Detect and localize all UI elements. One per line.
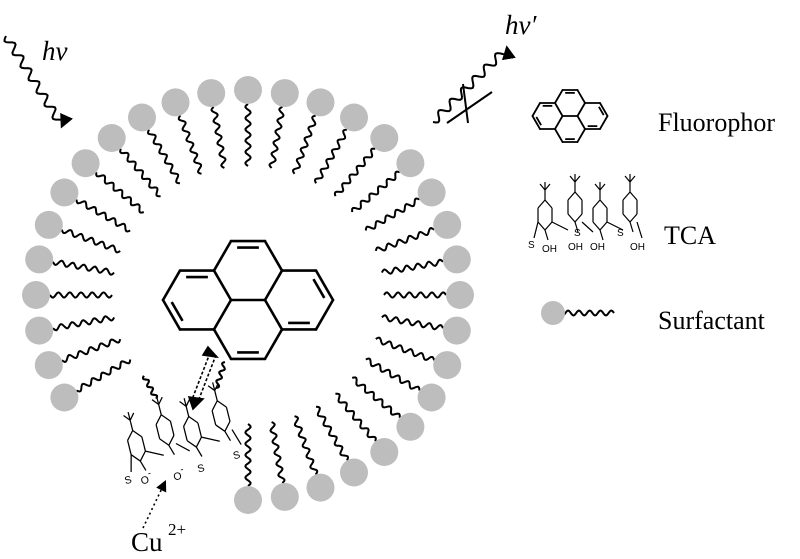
legend-fluorophor-label: Fluorophor [658,108,775,137]
surfactant-head [234,486,262,514]
surfactant-head [34,351,63,380]
surfactant-head [370,124,399,152]
tca-hydroxyl-label: OH [630,242,645,253]
surfactant-tail [95,172,145,214]
surfactant-head [442,245,471,274]
legend-tca-label: TCA [664,221,716,250]
surfactant-tail [365,357,421,391]
surfactant-head [433,351,462,380]
tca-hydroxyl-label: OH [542,244,557,255]
blocked-emission-slash-secondary [462,83,469,124]
tca-hydroxyl-label: OH [590,242,605,253]
blocked-emission-slash [446,91,493,124]
surfactant-tail [52,259,115,276]
surfactant-tail [351,376,401,418]
surfactant-head [340,458,368,487]
energy-transfer-arrow [187,345,220,411]
surfactant-head [306,473,335,502]
surfactant-tail [333,147,376,197]
surfactant-head [270,482,299,511]
micelle-surfactant-ring [22,76,474,514]
surfactant-tail [364,197,420,231]
surfactant-head [234,76,262,104]
copper-ion: Cu 2+ [131,479,186,557]
surfactant-tail [269,421,286,484]
tca-oxide-label: O [140,474,151,488]
tca-sulfur-label: S [196,462,206,475]
surfactant-head [50,178,79,207]
tca-charge-label: - [179,464,185,475]
surfactant-tail [383,291,447,299]
surfactant-tail [268,106,285,169]
surfactant-head [25,245,54,274]
legend-fluorophor-structure [531,89,609,143]
surfactant-head [128,103,156,132]
surfactant-tail [381,258,444,275]
surfactant-tail [244,423,252,487]
surfactant-head [50,383,79,412]
surfactant-tail [76,359,132,393]
legend-surfactant-label: Surfactant [658,306,766,335]
surfactant-tail [61,338,122,363]
surfactant-tail [146,129,181,185]
surfactant-head [417,383,446,412]
tca-sulfur-label: S [123,474,133,487]
tca-hydroxyl-label: OH [568,242,583,253]
surfactant-head [396,149,425,178]
surfactant-tail [315,405,350,461]
tca-charge-label: - [147,468,153,479]
surfactant-head [34,210,63,239]
emitted-light-arrow: hv′ [432,10,537,124]
surfactant-head [442,316,471,345]
legend-tca-structure: S S S OH OH OH OH [528,174,645,255]
surfactant-tail [374,227,435,252]
tca-sulfur-label: S [232,449,242,462]
surfactant-head [370,438,399,466]
surfactant-tail [291,114,317,175]
surfactant-head [197,79,226,108]
surfactant-tail [49,291,113,299]
surfactant-tail [75,199,131,233]
pyrene-fluorophore [161,239,335,361]
incoming-light-label: hv [42,36,68,66]
legend-surfactant-structure [541,301,615,325]
surfactant-tail [52,315,115,332]
tca-sulfur-label: S [574,228,581,239]
surfactant-tail [119,148,161,198]
surfactant-head [161,88,190,117]
tca-oxide-label: O [172,470,183,484]
surfactant-head [417,178,446,207]
surfactant-tail [177,114,203,175]
copper-ion-symbol: Cu [131,527,163,557]
surfactant-head [446,281,474,309]
tca-sulfur-label: S [528,240,535,251]
surfactant-tail [244,103,252,167]
surfactant-head [340,103,368,132]
surfactant-head [71,149,100,178]
legend: Fluorophor S S S OH OH OH OH TCA Surfactant [528,89,775,335]
surfactant-head [270,79,299,108]
incoming-light-arrow: hv [3,35,73,129]
emitted-light-label: hv′ [505,10,537,40]
surfactant-head [22,281,50,309]
surfactant-tail [313,128,348,184]
surfactant-tail [335,392,377,442]
surfactant-head [306,88,335,117]
surfactant-head [396,412,425,441]
surfactant-tail [210,106,227,169]
surfactant-tail [375,336,436,361]
copper-ion-charge: 2+ [168,520,186,539]
surfactant-head [97,124,126,152]
surfactant-tail [351,170,400,213]
surfactant-head [433,210,462,239]
surfactant-head [25,316,54,345]
surfactant-tail [381,314,444,331]
surfactant-tail [293,415,319,476]
surfactant-tail [60,229,121,254]
tca-sulfur-label: S [617,228,624,239]
